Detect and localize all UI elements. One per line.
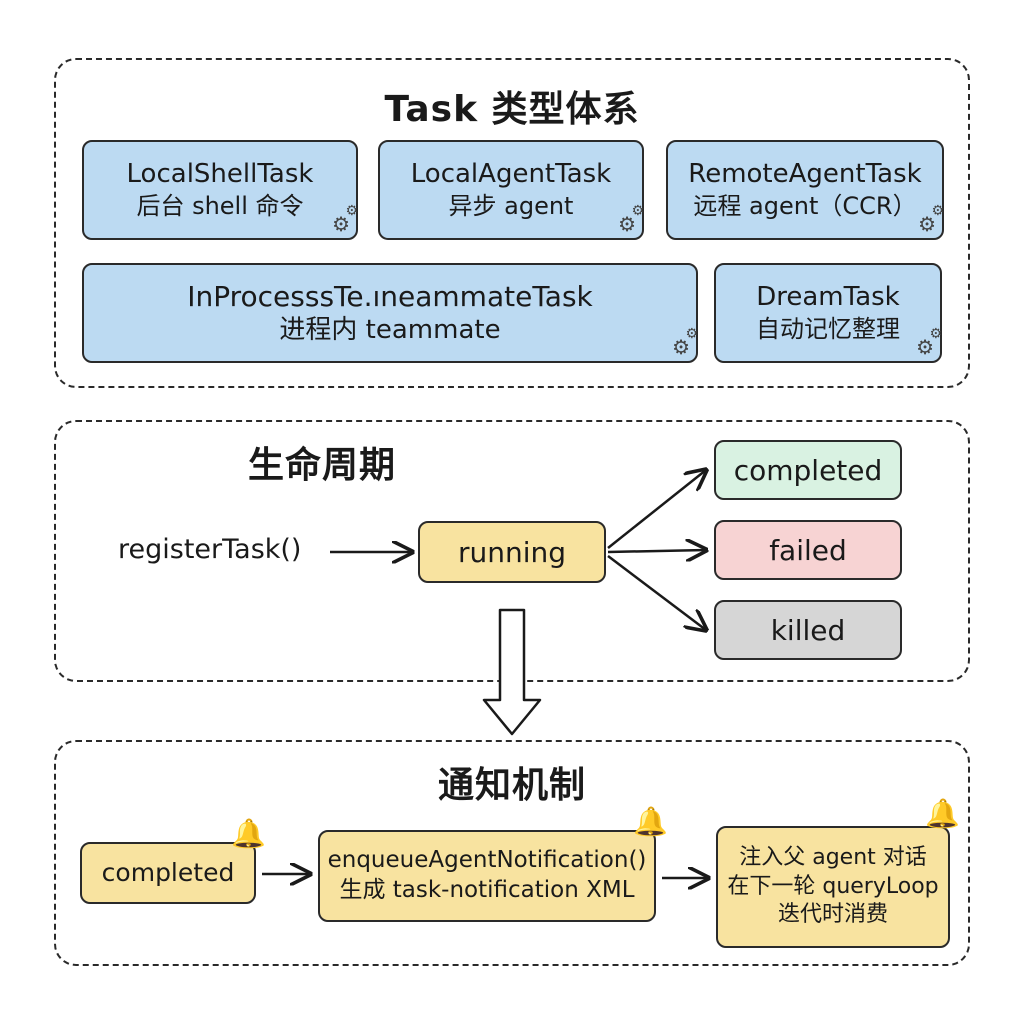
lifecycle-title: 生命周期 xyxy=(247,445,396,486)
task-desc: 远程 agent（CCR） xyxy=(693,191,917,220)
enqueue-line2: 生成 task-notification XML xyxy=(339,877,635,903)
task-name: LocalShellTask xyxy=(126,159,314,190)
task-desc: 异步 agent xyxy=(448,191,574,220)
gear-icon: ⚙⚙ xyxy=(672,326,698,359)
running-label: running xyxy=(457,535,567,569)
inject-line2: 在下一轮 queryLoop xyxy=(727,873,939,899)
local-agent-task-box: LocalAgentTask 异步 agent ⚙⚙ xyxy=(378,140,644,240)
inject-line3: 迭代时消费 xyxy=(777,902,888,928)
arrow-running-to-failed xyxy=(607,550,706,552)
task-name: RemoteAgentTask xyxy=(688,159,922,190)
task-desc: 后台 shell 命令 xyxy=(136,191,304,220)
dream-task-box: DreamTask 自动记忆整理 ⚙⚙ xyxy=(714,263,942,363)
completed-notify-label: completed xyxy=(101,858,235,888)
enqueue-notification-box: enqueueAgentNotification() 生成 task-notif… xyxy=(318,808,668,922)
gear-icon: ⚙⚙ xyxy=(618,203,644,236)
remote-agent-task-box: RemoteAgentTask 远程 agent（CCR） ⚙⚙ xyxy=(666,140,944,240)
gear-icon: ⚙⚙ xyxy=(332,203,358,236)
running-state-box: running xyxy=(418,521,606,583)
inject-line1: 注入父 agent 对话 xyxy=(739,845,927,871)
completed-notify-box: completed 🔔 xyxy=(80,820,266,904)
completed-label: completed xyxy=(733,453,883,487)
task-name: InProcesssTe.ıneammateTask xyxy=(187,279,593,313)
arrow-running-to-completed xyxy=(607,470,706,549)
failed-label: failed xyxy=(769,533,847,567)
notification-title: 通知机制 xyxy=(437,765,586,806)
arrow-lifecycle-to-notification xyxy=(482,608,542,736)
killed-label: killed xyxy=(770,613,846,647)
task-name: DreamTask xyxy=(756,282,900,313)
completed-state-box: completed xyxy=(714,440,902,500)
gear-icon: ⚙⚙ xyxy=(916,326,942,359)
killed-state-box: killed xyxy=(714,600,902,660)
notification-section: 通知机制 xyxy=(54,740,970,966)
arrow-running-to-killed xyxy=(607,555,706,630)
enqueue-line1: enqueueAgentNotification() xyxy=(327,847,647,874)
task-name: LocalAgentTask xyxy=(410,159,612,190)
bell-icon: 🔔 xyxy=(231,817,266,850)
task-desc: 自动记忆整理 xyxy=(756,314,900,343)
task-types-section: Task 类型体系 xyxy=(54,58,970,388)
register-task-label: registerTask() xyxy=(118,534,302,565)
gear-icon: ⚙⚙ xyxy=(918,203,944,236)
local-shell-task-box: LocalShellTask 后台 shell 命令 ⚙⚙ xyxy=(82,140,358,240)
inject-parent-box: 注入父 agent 对话 在下一轮 queryLoop 迭代时消费 🔔 xyxy=(716,800,960,948)
task-desc: 进程内 teammate xyxy=(279,314,501,345)
bell-icon: 🔔 xyxy=(633,805,668,838)
task-types-title: Task 类型体系 xyxy=(384,89,640,130)
in-process-teammate-task-box: InProcesssTe.ıneammateTask 进程内 teammate … xyxy=(82,263,698,363)
failed-state-box: failed xyxy=(714,520,902,580)
bell-icon: 🔔 xyxy=(925,797,960,830)
